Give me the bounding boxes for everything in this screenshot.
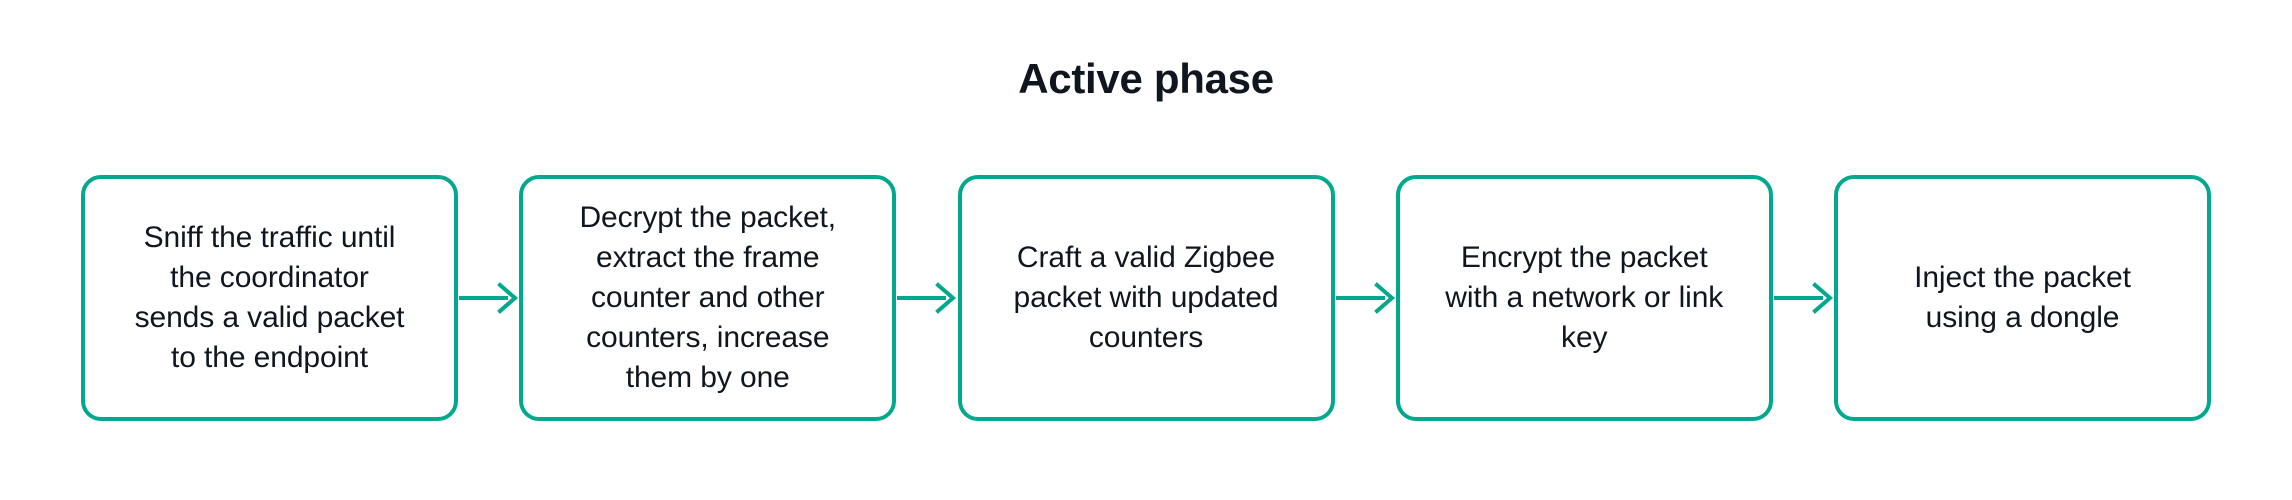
flow-connector-2 [896, 175, 957, 421]
arrow-right-icon [1335, 282, 1395, 314]
arrow-right-icon [1773, 282, 1833, 314]
flow-step-3[interactable]: Craft a valid Zigbee packet with updated… [957, 175, 1335, 421]
page-title: Active phase [1018, 55, 1274, 102]
flow-connector-4 [1773, 175, 1834, 421]
flow-step-3-label: Craft a valid Zigbee packet with updated… [1013, 241, 1279, 354]
flow-step-2[interactable]: Decrypt the packet, extract the frame co… [519, 175, 897, 421]
flow-connector-1 [458, 175, 519, 421]
flow-step-5-label: Inject the packet using a dongle [1914, 261, 2131, 334]
flow-step-1[interactable]: Sniff the traffic until the coordinator … [81, 175, 458, 421]
flow-step-5[interactable]: Inject the packet using a dongle [1834, 175, 2211, 421]
flow-step-4[interactable]: Encrypt the packet with a network or lin… [1395, 175, 1773, 421]
flow-step-4-label: Encrypt the packet with a network or lin… [1445, 241, 1724, 354]
arrow-right-icon [897, 282, 957, 314]
process-flow: Sniff the traffic until the coordinator … [81, 175, 2211, 421]
flow-step-1-label: Sniff the traffic until the coordinator … [134, 221, 405, 374]
arrow-right-icon [459, 282, 519, 314]
flow-connector-3 [1335, 175, 1396, 421]
flow-step-2-label: Decrypt the packet, extract the frame co… [579, 201, 837, 394]
